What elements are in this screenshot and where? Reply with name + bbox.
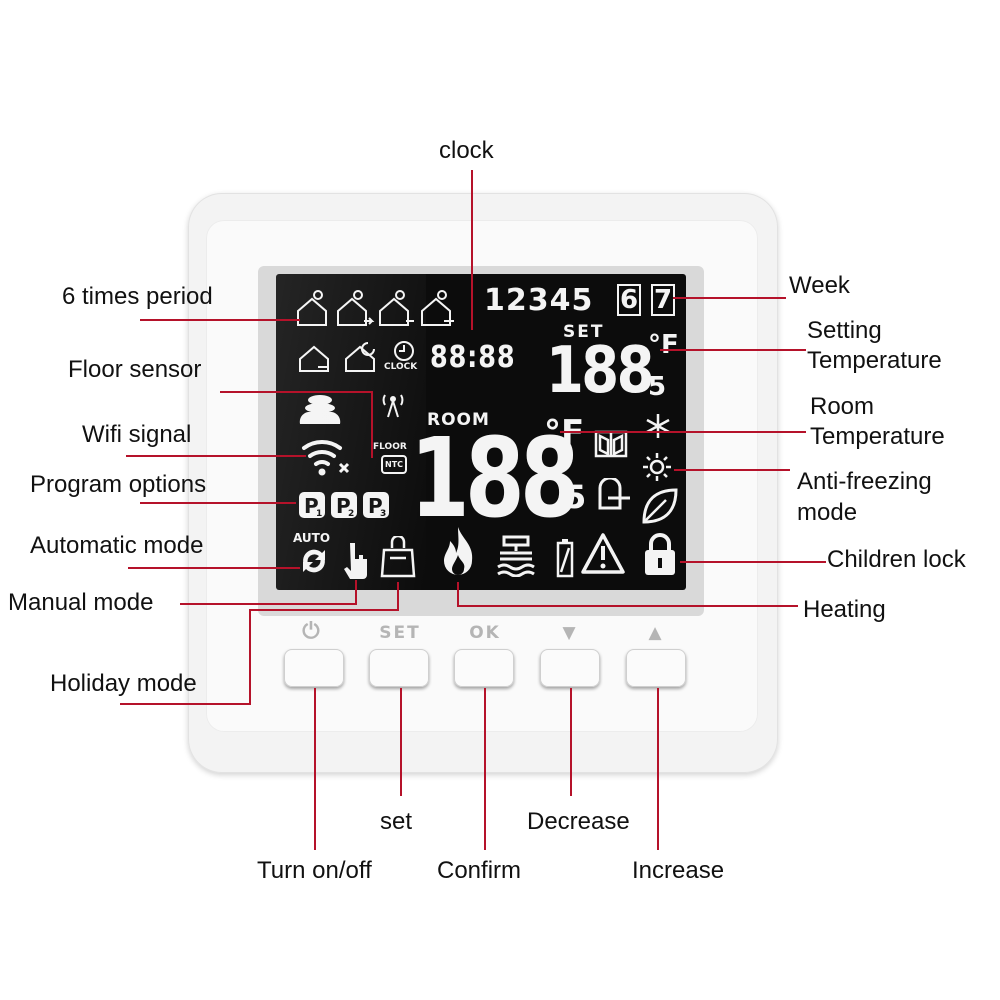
callout-anti-freezing-line2: mode bbox=[797, 499, 858, 526]
ok-button-label: OK bbox=[469, 623, 501, 643]
callout-decrease: Decrease bbox=[527, 808, 630, 835]
callout-setting-temperature-line1: Setting bbox=[807, 317, 882, 344]
svg-text:1: 1 bbox=[316, 509, 322, 519]
callout-confirm: Confirm bbox=[437, 857, 522, 884]
antenna-icon bbox=[382, 394, 404, 418]
callout-automatic-mode: Automatic mode bbox=[30, 532, 204, 559]
floor-label: FLOOR bbox=[373, 442, 407, 452]
ntc-label: NTC bbox=[381, 455, 408, 474]
heating-flame-icon bbox=[444, 527, 473, 575]
room-temperature-decimal: 5 bbox=[564, 478, 587, 516]
period-icons bbox=[297, 290, 454, 372]
svg-text:2: 2 bbox=[348, 509, 354, 519]
auto-label: AUTO bbox=[293, 531, 331, 545]
callout-turn-on-off: Turn on/off bbox=[257, 857, 372, 884]
set-temperature-unit: °F bbox=[648, 330, 679, 360]
callout-room-temperature-line2: Temperature bbox=[810, 423, 945, 450]
program-icons: P1 P2 P3 bbox=[299, 492, 389, 519]
children-lock-icon bbox=[645, 533, 675, 575]
snowflake-icon bbox=[646, 414, 670, 438]
callout-manual-mode: Manual mode bbox=[8, 589, 154, 616]
week-digits: 12345 bbox=[484, 283, 594, 318]
power-button-label: ⏻ bbox=[302, 619, 322, 644]
battery-icon bbox=[556, 539, 574, 578]
ok-button[interactable] bbox=[454, 649, 514, 687]
callout-set: set bbox=[380, 808, 413, 835]
clock-icon bbox=[394, 341, 414, 361]
power-button[interactable] bbox=[284, 649, 344, 687]
up-button[interactable] bbox=[626, 649, 686, 687]
callout-floor-sensor: Floor sensor bbox=[68, 356, 202, 383]
callout-week: Week bbox=[789, 272, 850, 299]
set-button[interactable] bbox=[369, 649, 429, 687]
svg-text:P: P bbox=[336, 494, 351, 518]
clock-digits: 88:88 bbox=[430, 340, 516, 375]
door-icon bbox=[598, 478, 630, 510]
callout-children-lock: Children lock bbox=[827, 546, 966, 573]
callout-program-options: Program options bbox=[30, 471, 207, 498]
callout-heating: Heating bbox=[803, 596, 886, 623]
sun-icon bbox=[643, 453, 671, 481]
callout-clock: clock bbox=[439, 137, 494, 164]
callout-increase: Increase bbox=[632, 857, 725, 884]
holiday-mode-icon bbox=[380, 536, 416, 578]
cloud-icon bbox=[299, 395, 341, 424]
down-button-label: ▼ bbox=[562, 623, 578, 643]
down-button[interactable] bbox=[540, 649, 600, 687]
callout-anti-freezing-line1: Anti-freezing bbox=[797, 468, 932, 495]
room-temperature-value: 188 bbox=[410, 414, 580, 542]
window-icon bbox=[594, 430, 628, 458]
room-label: ROOM bbox=[427, 410, 490, 430]
callout-holiday-mode: Holiday mode bbox=[50, 670, 197, 697]
set-temperature-decimal: 5 bbox=[648, 372, 667, 402]
floor-heating-icon bbox=[497, 535, 535, 577]
warning-icon bbox=[581, 533, 625, 574]
callout-wifi-signal: Wifi signal bbox=[82, 421, 192, 448]
clock-label: CLOCK bbox=[384, 362, 418, 372]
wifi-icon bbox=[302, 440, 350, 476]
svg-text:P: P bbox=[368, 494, 383, 518]
eco-leaf-icon bbox=[642, 488, 678, 524]
svg-text:3: 3 bbox=[380, 509, 386, 519]
manual-mode-icon bbox=[344, 543, 367, 579]
auto-mode-icon bbox=[303, 549, 325, 573]
week-day-6: 6 bbox=[617, 284, 641, 316]
up-button-label: ▲ bbox=[648, 623, 664, 643]
set-button-label: SET bbox=[379, 623, 421, 643]
set-label: SET bbox=[563, 322, 605, 342]
callout-six-times-period: 6 times period bbox=[62, 283, 213, 310]
set-temperature-value: 188 bbox=[546, 334, 654, 408]
svg-text:P: P bbox=[304, 494, 319, 518]
week-day-7: 7 bbox=[651, 284, 675, 316]
callout-room-temperature-line1: Room bbox=[810, 393, 875, 420]
callout-setting-temperature-line2: Temperature bbox=[807, 347, 942, 374]
